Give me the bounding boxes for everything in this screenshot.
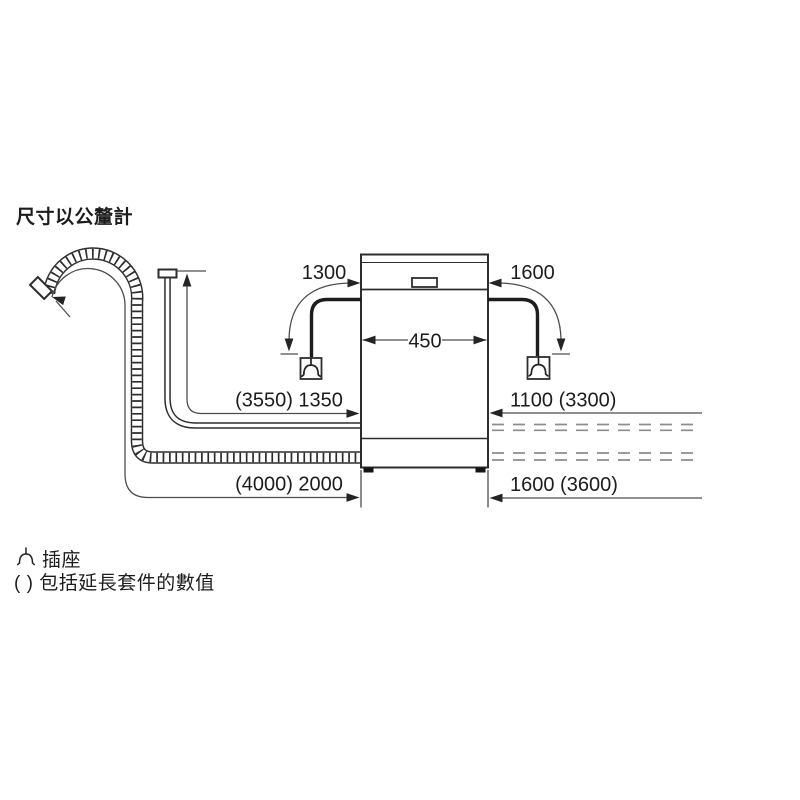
- dishwasher-unit: [360, 253, 489, 473]
- dim-line: [186, 276, 351, 415]
- arrowhead-up: [182, 273, 192, 287]
- arrowhead-right: [346, 409, 360, 418]
- dim-cord-left: 1300: [280, 262, 361, 355]
- legend-socket-label: 插座: [42, 549, 81, 571]
- arrowhead-right: [473, 335, 487, 345]
- arrowhead-right: [346, 493, 360, 502]
- page-title: 尺寸以公釐計: [16, 205, 133, 228]
- dim-drain-right: 1600 (3600): [489, 474, 702, 503]
- legend-brackets-note: ( ) 包括延長套件的數值: [14, 572, 215, 594]
- legend: 插座 ( ) 包括延長套件的數值: [14, 547, 215, 594]
- hose-continuation-dashed: [492, 423, 701, 461]
- arrowhead-right: [347, 278, 361, 288]
- arrowhead-hose-end: [52, 296, 66, 306]
- supply-hose-fill: [165, 276, 361, 428]
- unit-foot-right: [475, 467, 486, 473]
- dim-supply-left: (3550) 1350: [176, 270, 360, 418]
- dim-label-1600: 1600: [510, 262, 555, 284]
- drain-hose: [28, 247, 361, 464]
- dim-line: [51, 267, 351, 499]
- supply-hose: [157, 268, 361, 429]
- dim-label-drain-right: 1600 (3600): [510, 474, 618, 496]
- arrowhead-left: [489, 408, 503, 418]
- dim-cord-right: 1600: [488, 262, 570, 355]
- unit-foot-left: [363, 467, 374, 473]
- dim-line: [288, 282, 353, 342]
- arrowhead-down: [284, 338, 294, 352]
- dim-supply-right: 1100 (3300): [489, 390, 702, 418]
- arrowhead-left: [489, 493, 503, 503]
- arrowhead-left: [488, 278, 502, 288]
- dim-line: [496, 282, 562, 342]
- socket-icon: [300, 357, 322, 378]
- power-cord-left: [309, 297, 361, 357]
- dim-label-supply-right: 1100 (3300): [510, 390, 616, 412]
- arrowhead-left: [362, 335, 376, 345]
- drain-hose-connector: [28, 275, 54, 301]
- dim-drain-left: (4000) 2000: [51, 267, 360, 502]
- door-handle: [411, 277, 438, 288]
- arrowhead-down: [556, 338, 566, 352]
- dim-label-supply-left: (3550) 1350: [235, 390, 343, 412]
- drain-hose-corrugation: [44, 248, 361, 463]
- supply-hose-cap: [157, 268, 178, 279]
- socket-symbol-left: [299, 357, 323, 380]
- legend-socket-icon: [16, 547, 36, 566]
- dim-unit-width: 450: [362, 331, 487, 353]
- dim-tail: [55, 300, 71, 318]
- dim-label-1300: 1300: [302, 262, 347, 284]
- dim-label-drain-left: (4000) 2000: [235, 474, 343, 496]
- socket-symbol-right: [526, 356, 551, 380]
- dim-label-450: 450: [408, 331, 441, 353]
- socket-icon: [528, 356, 549, 377]
- power-cord-right: [488, 297, 540, 356]
